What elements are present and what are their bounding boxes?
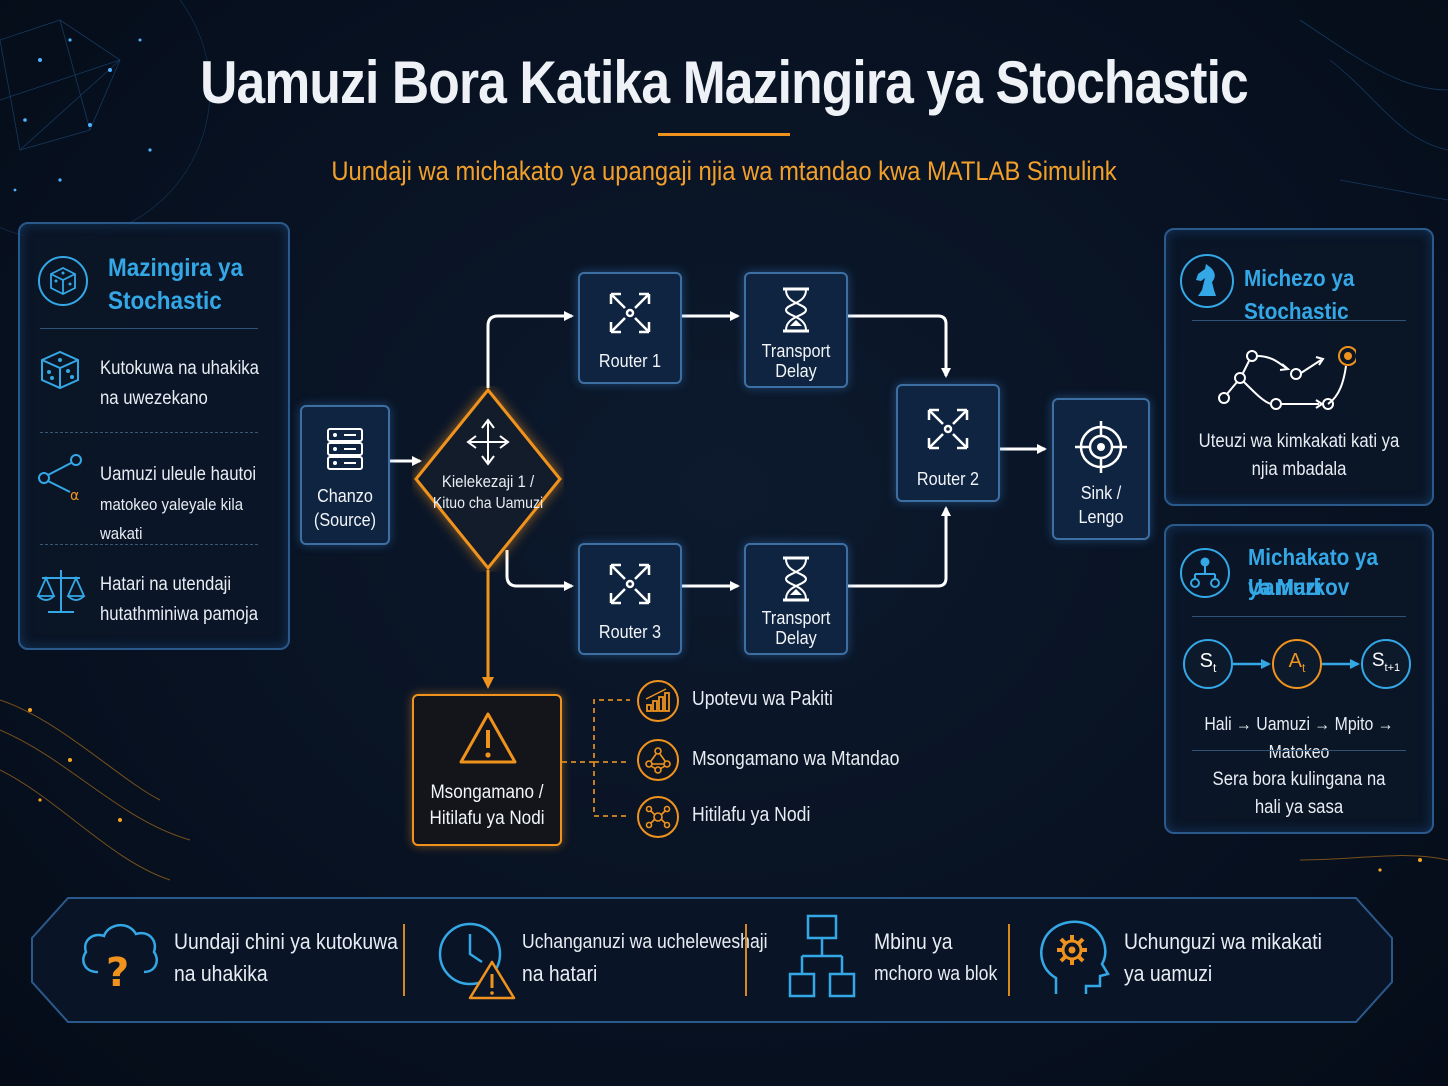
left-item-3-line2: hutathminiwa pamoja — [100, 604, 259, 625]
markov-title-line2: ya Markov — [1248, 574, 1350, 600]
left-panel-title-line1: Mazingira ya — [108, 254, 244, 282]
target-icon — [1075, 421, 1127, 473]
head-gear-icon — [1040, 920, 1110, 994]
bottom-item-3-line2: mchoro wa blok — [874, 963, 998, 985]
svg-text:?: ? — [106, 950, 129, 992]
fault-label-line2: Hitilafu ya Nodi — [429, 808, 545, 829]
games-panel-title: Michezo ya Stochastic — [1244, 265, 1355, 324]
markov-chain — [1183, 639, 1411, 689]
branch-icon: α — [38, 454, 82, 504]
state-st: St — [1199, 650, 1217, 675]
left-item-1-line1: Kutokuwa na uhakika — [100, 358, 259, 379]
bottom-item-2-line1: Uchanganuzi wa ucheleweshaji — [522, 931, 768, 953]
fault-item-congestion: Msongamano wa Mtandao — [692, 748, 900, 770]
delay-bottom-line1: Transport — [761, 608, 831, 628]
sink-label-line1: Sink / — [1080, 483, 1122, 503]
bottom-item-3-line1: Mbinu ya — [874, 929, 953, 954]
fault-item-packet-loss: Upotevu wa Pakiti — [692, 688, 833, 710]
stochastic-environment-panel: Mazingira ya Stochastic Kutokuwa na uhak… — [18, 222, 290, 650]
hourglass-icon — [783, 556, 809, 602]
sink-label-line2: Lengo — [1078, 507, 1124, 527]
decision-diamond[interactable] — [412, 386, 564, 572]
page-subtitle: Uundaji wa michakato ya upangaji njia wa… — [331, 156, 1117, 186]
delay-top-line1: Transport — [761, 341, 831, 361]
markov-text-line2: hali ya sasa — [1254, 797, 1344, 818]
expand-arrows-icon — [609, 292, 651, 334]
source-label-line2: (Source) — [313, 510, 377, 530]
left-item-3-line1: Hatari na utendaji — [100, 574, 232, 595]
sink-node[interactable]: Sink / Lengo — [1052, 398, 1150, 540]
games-text-line1: Uteuzi wa kimkakati kati ya — [1198, 431, 1400, 452]
markov-title-line1: Michakato ya Uamuzi — [1248, 544, 1379, 600]
page-title: Uamuzi Bora Katika Mazingira ya Stochast… — [200, 49, 1249, 116]
knight-icon — [1180, 254, 1234, 308]
svg-text:α: α — [70, 488, 79, 504]
expand-arrows-icon — [609, 563, 651, 605]
bottom-item-1-line2: na uhakika — [174, 961, 268, 986]
server-icon — [327, 428, 363, 470]
dice-icon — [41, 350, 79, 390]
expand-arrows-icon — [927, 408, 969, 450]
left-item-1-line2: na uwezekano — [100, 388, 208, 409]
transport-delay-top-node[interactable]: Transport Delay — [744, 272, 848, 388]
bottom-item-1-line1: Uundaji chini ya kutokuwa — [174, 929, 398, 954]
markov-text-line1: Sera bora kulingana na — [1212, 769, 1386, 790]
markov-flow-text: Hali → Uamuzi → Mpito → Matokeo — [1204, 714, 1394, 762]
strategy-path-icon — [1218, 346, 1356, 410]
delay-top-line2: Delay — [775, 361, 817, 381]
node-fault-icon — [637, 796, 679, 838]
hierarchy-icon — [1180, 548, 1230, 598]
delay-bottom-line2: Delay — [775, 628, 817, 648]
bottom-item-2-line2: na hatari — [522, 961, 598, 986]
title-underline — [658, 133, 790, 136]
router-1-label: Router 1 — [598, 351, 662, 371]
left-panel-title-line2: Stochastic — [108, 287, 222, 315]
fault-label-line1: Msongamano / — [430, 782, 544, 803]
stochastic-games-panel: Michezo ya Stochastic Uteuzi wa kimkakat… — [1164, 228, 1434, 506]
cloud-question-icon: ? — [82, 924, 158, 992]
transport-delay-bottom-node[interactable]: Transport Delay — [744, 543, 848, 655]
bottom-item-4-line1: Uchunguzi wa mikakati — [1124, 929, 1322, 954]
router-2-label: Router 2 — [916, 469, 980, 489]
action-at: At — [1288, 650, 1306, 675]
block-diagram-icon — [788, 914, 856, 998]
fault-item-node-failure: Hitilafu ya Nodi — [692, 804, 811, 826]
source-label-line1: Chanzo — [317, 486, 373, 506]
router-1-node[interactable]: Router 1 — [578, 272, 682, 384]
network-nodes-icon — [637, 739, 679, 781]
left-item-2-line2: matokeo yaleyale kila wakati — [100, 495, 244, 543]
fault-node[interactable]: Msongamano / Hitilafu ya Nodi — [412, 694, 562, 846]
router-3-node[interactable]: Router 3 — [578, 543, 682, 655]
markov-decision-panel: Michakato ya Uamuzi ya Markov St At St+1… — [1164, 524, 1434, 834]
clock-warning-icon — [438, 922, 516, 1000]
router-2-node[interactable]: Router 2 — [896, 384, 1000, 502]
left-item-2-line1: Uamuzi uleule hautoi — [100, 464, 257, 485]
signal-bars-icon — [637, 680, 679, 722]
warning-icon — [459, 712, 517, 764]
scale-icon — [36, 570, 86, 613]
decision-label-line2: Kituo cha Uamuzi — [432, 495, 544, 512]
decision-label-line1: Kielekezaji 1 / — [441, 472, 535, 491]
games-text-line2: njia mbadala — [1251, 459, 1347, 480]
state-st1: St+1 — [1371, 650, 1401, 674]
router-3-label: Router 3 — [598, 622, 662, 642]
hourglass-icon — [783, 287, 809, 333]
dice-icon — [38, 256, 88, 306]
bottom-item-4-line2: ya uamuzi — [1124, 961, 1213, 986]
source-node[interactable]: Chanzo (Source) — [300, 405, 390, 545]
move-arrows-icon — [466, 418, 510, 466]
